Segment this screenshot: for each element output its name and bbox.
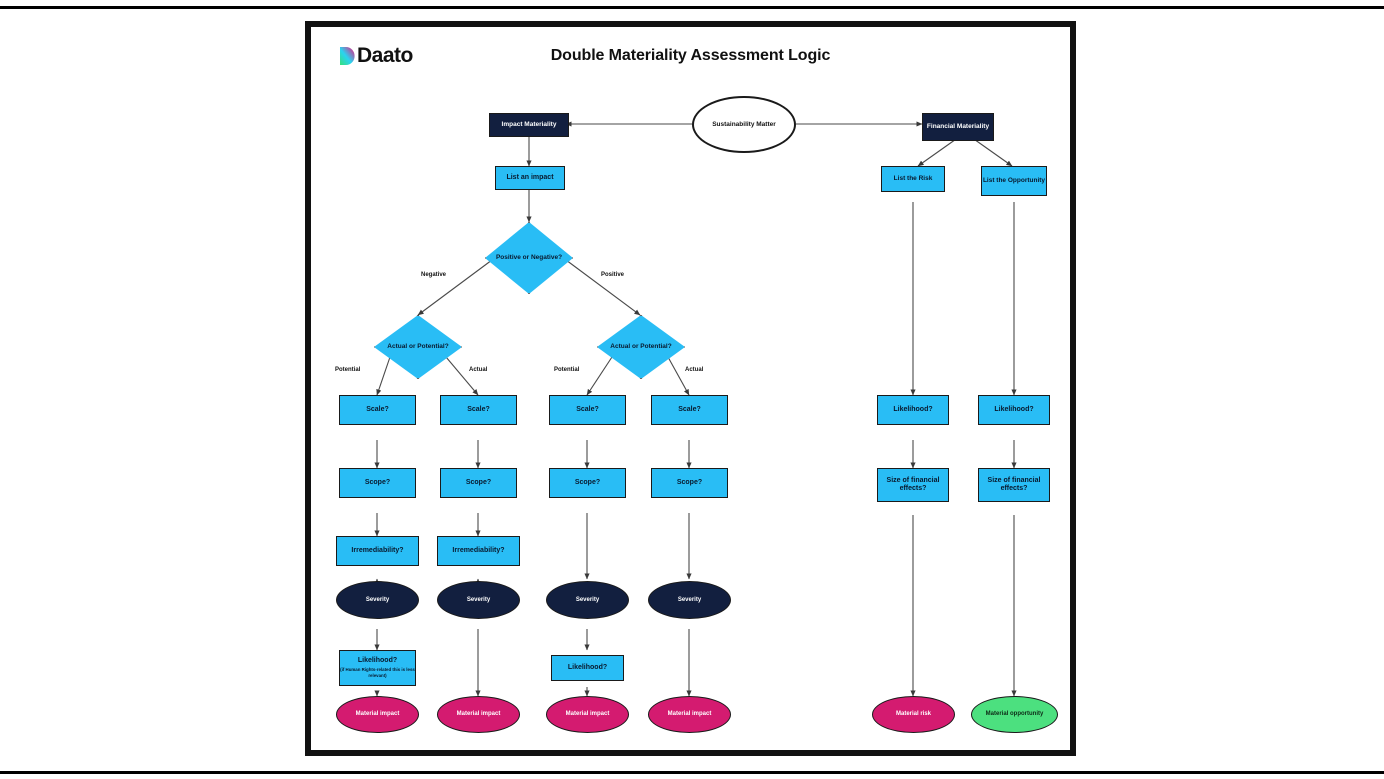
node-material-impact-pos-actual[interactable]: Material impact	[648, 696, 731, 733]
node-list-the-risk[interactable]: List the Risk	[881, 166, 945, 192]
node-severity-neg-potential[interactable]: Severity	[336, 581, 419, 619]
node-likelihood-note: (if Human Rights-related this is less re…	[340, 667, 415, 679]
node-likelihood-opportunity[interactable]: Likelihood?	[978, 395, 1050, 425]
node-likelihood-pos-potential[interactable]: Likelihood?	[551, 655, 624, 681]
node-scale-pos-actual[interactable]: Scale?	[651, 395, 728, 425]
edge-label-potential-negative: Potential	[335, 367, 361, 373]
node-scale-pos-potential[interactable]: Scale?	[549, 395, 626, 425]
node-severity-pos-actual[interactable]: Severity	[648, 581, 731, 619]
node-actual-or-potential-negative[interactable]: Actual or Potential?	[374, 315, 462, 379]
node-list-the-opportunity[interactable]: List the Opportunity	[981, 166, 1047, 196]
node-material-risk[interactable]: Material risk	[872, 696, 955, 733]
node-list-an-impact[interactable]: List an impact	[495, 166, 565, 190]
node-scale-neg-potential[interactable]: Scale?	[339, 395, 416, 425]
node-material-impact-neg-potential[interactable]: Material impact	[336, 696, 419, 733]
node-scope-neg-actual[interactable]: Scope?	[440, 468, 517, 498]
node-scope-pos-potential[interactable]: Scope?	[549, 468, 626, 498]
edge-label-positive: Positive	[601, 272, 625, 278]
node-positive-or-negative[interactable]: Positive or Negative?	[485, 222, 573, 294]
daato-logo-icon	[339, 46, 356, 66]
node-material-impact-neg-actual[interactable]: Material impact	[437, 696, 520, 733]
node-material-impact-pos-potential[interactable]: Material impact	[546, 696, 629, 733]
node-severity-pos-potential[interactable]: Severity	[546, 581, 629, 619]
node-likelihood-label: Likelihood?	[357, 657, 398, 665]
edge-label-potential-positive: Potential	[554, 367, 580, 373]
node-scope-neg-potential[interactable]: Scope?	[339, 468, 416, 498]
page-bottom-rule	[0, 771, 1384, 774]
node-material-opportunity[interactable]: Material opportunity	[971, 696, 1058, 733]
node-size-of-financial-effects-opportunity[interactable]: Size of financial effects?	[978, 468, 1050, 502]
node-actual-or-potential-positive[interactable]: Actual or Potential?	[597, 315, 685, 379]
page-top-rule	[0, 6, 1384, 9]
node-scope-pos-actual[interactable]: Scope?	[651, 468, 728, 498]
node-likelihood-neg-potential[interactable]: Likelihood? (if Human Rights-related thi…	[339, 650, 416, 686]
page-title: Double Materiality Assessment Logic	[550, 47, 831, 64]
brand-logo[interactable]: Daato	[339, 44, 413, 67]
node-impact-materiality[interactable]: Impact Materiality	[489, 113, 569, 137]
brand-name: Daato	[357, 44, 413, 67]
node-financial-materiality[interactable]: Financial Materiality	[922, 113, 994, 141]
edge-label-actual-negative: Actual	[469, 367, 488, 373]
node-scale-neg-actual[interactable]: Scale?	[440, 395, 517, 425]
slide-frame: Daato Double Materiality Assessment Logi…	[305, 21, 1076, 756]
node-irremediability-neg-actual[interactable]: Irremediability?	[437, 536, 520, 566]
flowchart: Sustainability Matter Impact Materiality…	[311, 27, 1070, 750]
edge-label-actual-positive: Actual	[685, 367, 704, 373]
node-irremediability-neg-potential[interactable]: Irremediability?	[336, 536, 419, 566]
node-size-of-financial-effects-risk[interactable]: Size of financial effects?	[877, 468, 949, 502]
node-severity-neg-actual[interactable]: Severity	[437, 581, 520, 619]
node-sustainability-matter[interactable]: Sustainability Matter	[692, 96, 796, 153]
edge-label-negative: Negative	[421, 272, 447, 278]
node-likelihood-risk[interactable]: Likelihood?	[877, 395, 949, 425]
